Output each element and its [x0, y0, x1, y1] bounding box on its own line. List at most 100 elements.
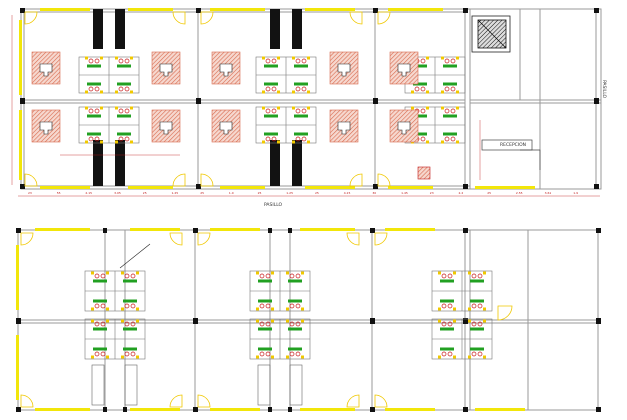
cabinet — [441, 56, 444, 60]
door — [197, 394, 211, 408]
door-swing — [24, 11, 38, 25]
cabinet — [286, 271, 289, 275]
dimension-label: 25 — [200, 191, 204, 195]
desk-top — [413, 132, 427, 136]
dimension-label: 3.05 — [114, 191, 121, 195]
cabinet — [277, 90, 280, 94]
cabinet — [301, 355, 304, 359]
chair — [447, 351, 453, 357]
chair — [265, 108, 271, 114]
door-swing — [172, 11, 186, 25]
cabinet — [256, 307, 259, 311]
cabinet — [121, 307, 124, 311]
ground-floor-dimensions — [11, 15, 600, 197]
desk-top — [123, 327, 137, 331]
chair — [444, 108, 450, 114]
cabinet — [271, 355, 274, 359]
chair — [450, 108, 456, 114]
cabinet — [456, 90, 459, 94]
cabinet — [271, 271, 274, 275]
desk-top — [87, 114, 101, 118]
cabinet — [483, 355, 486, 359]
chair — [100, 303, 106, 309]
upper-floor-columns — [16, 228, 601, 412]
desk-top — [117, 64, 131, 68]
chair — [124, 58, 130, 64]
chair — [124, 321, 130, 327]
cabinet — [292, 90, 295, 94]
dimension-label: 1.25 — [172, 191, 179, 195]
cabinet — [441, 140, 444, 144]
manager-desk — [151, 51, 181, 85]
chair — [124, 303, 130, 309]
door — [349, 173, 363, 187]
desk-chair — [159, 121, 173, 135]
cabinet — [292, 140, 295, 144]
cabinet — [426, 106, 429, 110]
door — [374, 394, 388, 408]
cabinet — [256, 271, 259, 275]
workstation-cluster — [249, 318, 311, 360]
desk-chair — [39, 121, 53, 135]
cabinet — [271, 319, 274, 323]
chair — [265, 273, 271, 279]
dimension-label: 2.55 — [516, 191, 523, 195]
cabinet — [292, 56, 295, 60]
desk-top — [440, 327, 454, 331]
door-swing — [377, 173, 391, 187]
door-swing — [20, 232, 34, 246]
desk-top — [87, 82, 101, 86]
door-swing — [349, 173, 363, 187]
dimension-label: 1.25 — [286, 191, 293, 195]
chair — [477, 303, 483, 309]
chair — [124, 108, 130, 114]
cabinet — [438, 271, 441, 275]
chair — [271, 108, 277, 114]
cabinet — [130, 56, 133, 60]
cabinet — [91, 271, 94, 275]
chair — [265, 86, 271, 92]
cabinet — [136, 319, 139, 323]
desk-top — [470, 299, 484, 303]
cabinet — [106, 271, 109, 275]
cabinet — [438, 319, 441, 323]
label-recepcion: RECEPCION — [500, 142, 526, 148]
upper-floor-windows — [16, 228, 525, 411]
chair — [259, 273, 265, 279]
label-pasillo-right: PASILLO — [601, 80, 607, 99]
chair — [301, 58, 307, 64]
desk-top — [443, 132, 457, 136]
chair — [130, 273, 136, 279]
desk-top — [288, 327, 302, 331]
cabinet — [85, 90, 88, 94]
cabinet — [301, 271, 304, 275]
desk-chair — [219, 63, 233, 77]
cabinet — [121, 319, 124, 323]
desk-top — [87, 64, 101, 68]
desk-top — [93, 279, 107, 283]
desk-top — [87, 132, 101, 136]
cabinet — [453, 355, 456, 359]
door-swing — [197, 394, 211, 408]
ground-floor-walls — [20, 8, 602, 190]
workstation-cluster — [255, 56, 317, 94]
door-swing — [169, 232, 183, 246]
cabinet — [438, 355, 441, 359]
chair — [118, 136, 124, 142]
cabinet — [411, 106, 414, 110]
desk-top — [413, 82, 427, 86]
desk-chair — [337, 121, 351, 135]
cabinet — [115, 106, 118, 110]
chair — [471, 321, 477, 327]
door — [346, 232, 360, 246]
desk-top — [294, 114, 308, 118]
chair — [271, 136, 277, 142]
cabinet — [441, 106, 444, 110]
cabinet — [262, 90, 265, 94]
door-swing — [346, 232, 360, 246]
desk-top — [264, 114, 278, 118]
ground-floor-windows — [19, 8, 535, 189]
desk-top — [258, 347, 272, 351]
chair — [447, 321, 453, 327]
cabinet — [411, 90, 414, 94]
